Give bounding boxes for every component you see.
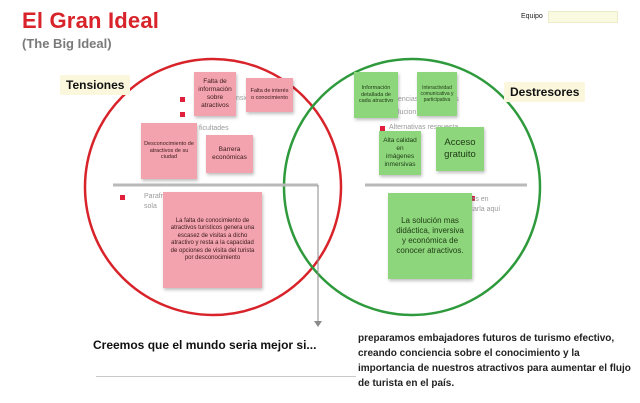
- team-label: Equipo: [521, 13, 543, 20]
- sticky-note[interactable]: Información detallada de cada atractivo: [354, 72, 398, 118]
- destresores-label: Destresores: [504, 82, 586, 102]
- underlying-text: sola: [144, 203, 157, 210]
- underlying-text: Parafr: [144, 193, 164, 200]
- tensiones-circle: [83, 57, 343, 317]
- bullet-icon: [120, 195, 125, 200]
- bullet-icon: [470, 196, 475, 201]
- sticky-note[interactable]: Falta de interés o conocimiento: [246, 78, 293, 112]
- bullet-icon: [380, 126, 385, 131]
- team-field[interactable]: [548, 11, 618, 23]
- sticky-note[interactable]: Falta de información sobre atractivos: [194, 72, 236, 116]
- answer-text[interactable]: preparamos embajadores futuros de turism…: [358, 333, 631, 389]
- tensiones-label: Tensiones: [60, 75, 131, 95]
- page-title: El Gran Ideal: [22, 8, 160, 33]
- bullet-icon: [180, 97, 185, 102]
- sticky-note[interactable]: Desconocimiento de atractivos de su ciud…: [141, 123, 197, 179]
- bullet-icon: [180, 112, 185, 117]
- answer-underline: [96, 376, 356, 377]
- underlying-text: ficarla aquí: [466, 206, 501, 213]
- arrow-head-icon: [314, 321, 322, 327]
- sticky-note[interactable]: Acceso gratuito: [436, 127, 484, 171]
- destresores-circle: [282, 57, 542, 317]
- prompt-text: Creemos que el mundo seria mejor si...: [93, 338, 317, 352]
- underlying-text: ines en: [466, 196, 489, 203]
- sticky-note[interactable]: La falta de conocimiento de atractivos t…: [163, 192, 262, 288]
- underlying-text: Alternativas respuesta: [389, 124, 459, 131]
- page-subtitle: (The Big Ideal): [22, 36, 112, 51]
- underlying-text: lucion: [398, 109, 417, 116]
- underlying-text: ficultades: [199, 125, 229, 132]
- sticky-note[interactable]: La solución mas didáctica, inversiva y e…: [388, 193, 472, 279]
- sticky-note[interactable]: Barrera económicas: [206, 135, 253, 173]
- underlying-text: encias: [398, 96, 419, 103]
- sticky-note[interactable]: Alta calidad en imágenes inmersivas: [379, 131, 421, 175]
- sticky-note[interactable]: Interactividad comunicativa y participat…: [417, 72, 457, 116]
- underlying-text: nsic: [236, 95, 249, 102]
